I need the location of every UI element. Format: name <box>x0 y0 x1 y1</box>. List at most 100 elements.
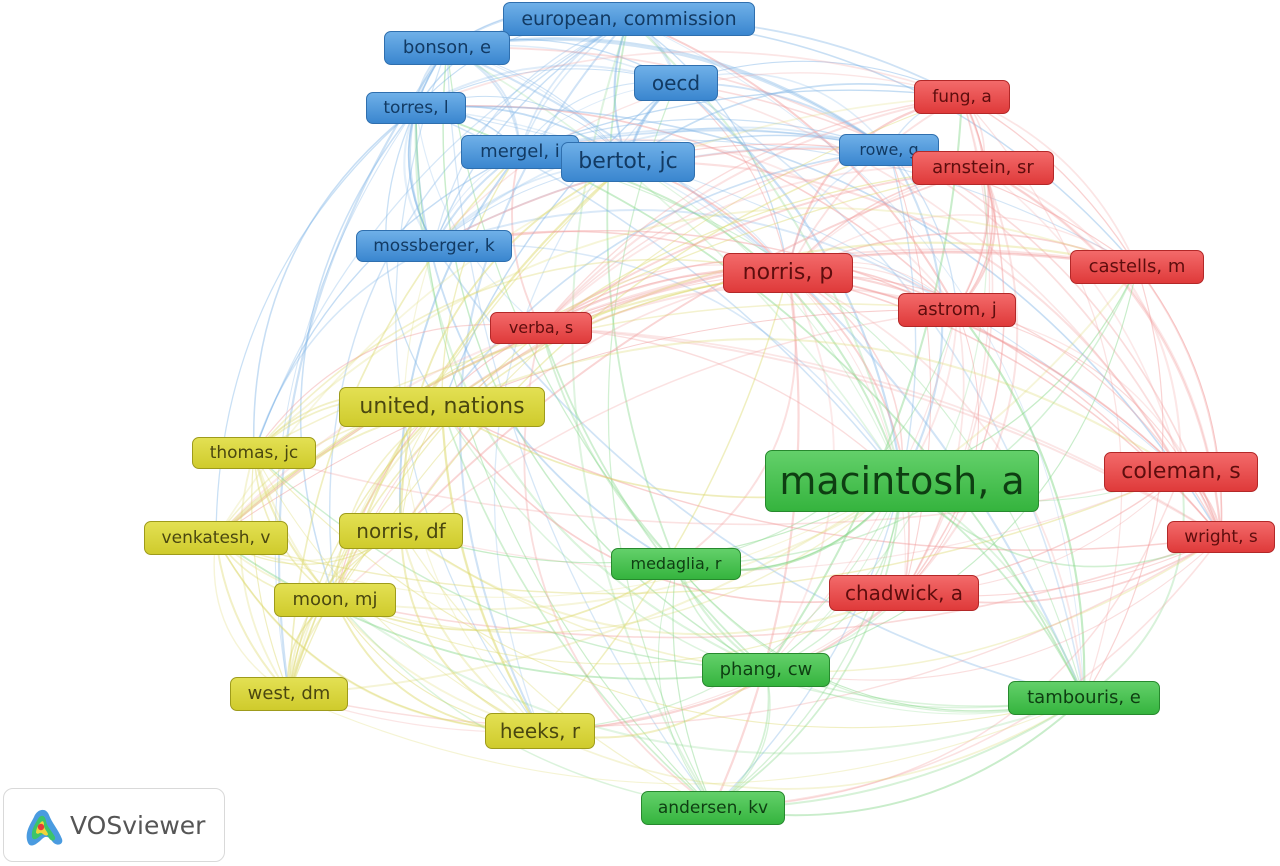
node-andersen-kv[interactable]: andersen, kv <box>641 791 785 825</box>
edge <box>215 480 903 598</box>
edge <box>408 47 448 247</box>
edge <box>712 272 800 809</box>
edge <box>888 149 932 594</box>
edge <box>903 167 1019 594</box>
node-norris-df[interactable]: norris, df <box>339 513 463 549</box>
edge <box>787 214 1138 274</box>
vosviewer-logo-text: VOSviewer <box>70 811 206 840</box>
edge <box>251 452 290 695</box>
edge <box>1136 266 1223 538</box>
edge <box>253 452 767 671</box>
edge <box>446 47 1085 699</box>
edge <box>446 47 903 482</box>
edge <box>540 149 890 329</box>
edge <box>215 96 963 539</box>
node-norris-p[interactable]: norris, p <box>723 253 853 293</box>
edge <box>334 266 1138 611</box>
edge <box>407 47 448 247</box>
edge <box>440 406 541 732</box>
edge <box>415 105 1222 538</box>
node-tambouris-e[interactable]: tambouris, e <box>1008 681 1160 715</box>
node-phang-cw[interactable]: phang, cw <box>702 653 830 687</box>
edge <box>253 207 1138 454</box>
node-macintosh-a[interactable]: macintosh, a <box>765 450 1039 512</box>
edge <box>433 229 1222 538</box>
edge <box>403 245 541 732</box>
edge <box>400 161 629 532</box>
edge <box>787 272 910 594</box>
vosviewer-logo: VOSviewer <box>3 788 225 862</box>
node-arnstein-sr[interactable]: arnstein, sr <box>912 151 1054 185</box>
edge <box>675 82 1182 473</box>
edge <box>334 592 905 665</box>
edge <box>415 105 958 311</box>
edge <box>334 599 1085 755</box>
edge <box>441 338 1182 473</box>
edge <box>400 167 984 532</box>
edge <box>288 693 1085 785</box>
edge <box>672 563 714 809</box>
node-bertot-jc[interactable]: bertot, jc <box>561 142 695 182</box>
edge <box>765 167 988 671</box>
edge <box>441 151 521 408</box>
edge <box>675 82 1085 699</box>
edge <box>607 82 714 809</box>
edge <box>253 452 1182 526</box>
node-thomas-jc[interactable]: thomas, jc <box>192 437 316 469</box>
edge <box>511 151 542 329</box>
edge <box>1083 471 1185 699</box>
edge <box>519 89 963 153</box>
edge <box>415 107 714 809</box>
node-torres-l[interactable]: torres, l <box>366 92 466 124</box>
node-mergel-i[interactable]: mergel, i <box>461 135 579 169</box>
edge <box>288 536 1222 727</box>
edge <box>628 18 958 311</box>
edge <box>519 151 1085 699</box>
node-venkatesh-v[interactable]: venkatesh, v <box>144 521 288 555</box>
node-astrom-j[interactable]: astrom, j <box>898 293 1016 327</box>
edge <box>252 107 417 454</box>
edge <box>446 37 890 151</box>
node-oecd[interactable]: oecd <box>634 65 718 101</box>
edge <box>288 480 903 695</box>
node-medaglia-r[interactable]: medaglia, r <box>611 548 741 580</box>
edge <box>334 480 903 634</box>
edge <box>400 471 1182 572</box>
edge <box>675 82 789 274</box>
edge <box>956 96 990 311</box>
edge <box>215 537 541 732</box>
node-verba-s[interactable]: verba, s <box>490 312 592 344</box>
edge <box>215 251 1138 539</box>
edge <box>540 95 963 329</box>
edge <box>441 406 1222 551</box>
edge <box>253 245 435 454</box>
vosviewer-logo-icon <box>26 809 63 846</box>
node-moon-mj[interactable]: moon, mj <box>274 583 396 617</box>
edge <box>446 47 714 809</box>
edge <box>215 327 542 539</box>
edge <box>519 138 958 311</box>
edge <box>446 38 890 151</box>
edge <box>288 592 905 733</box>
edge <box>415 107 677 565</box>
edge <box>539 272 789 732</box>
edge <box>982 167 1183 473</box>
node-castells-m[interactable]: castells, m <box>1070 250 1204 284</box>
edge <box>433 18 630 247</box>
node-coleman-s[interactable]: coleman, s <box>1104 452 1258 492</box>
node-wright-s[interactable]: wright, s <box>1167 521 1275 553</box>
node-united-nations[interactable]: united, nations <box>339 387 545 427</box>
node-west-dm[interactable]: west, dm <box>230 677 348 711</box>
edge <box>433 243 903 482</box>
node-mossberger-k[interactable]: mossberger, k <box>356 230 512 262</box>
edge <box>903 167 1005 594</box>
node-fung-a[interactable]: fung, a <box>914 80 1010 114</box>
edge <box>606 18 677 565</box>
edge <box>400 530 714 809</box>
node-heeks-r[interactable]: heeks, r <box>485 713 595 749</box>
edge <box>982 167 1182 473</box>
node-chadwick-a[interactable]: chadwick, a <box>829 575 979 611</box>
node-bonson-e[interactable]: bonson, e <box>384 31 510 65</box>
node-european-commission[interactable]: european, commission <box>503 2 755 36</box>
